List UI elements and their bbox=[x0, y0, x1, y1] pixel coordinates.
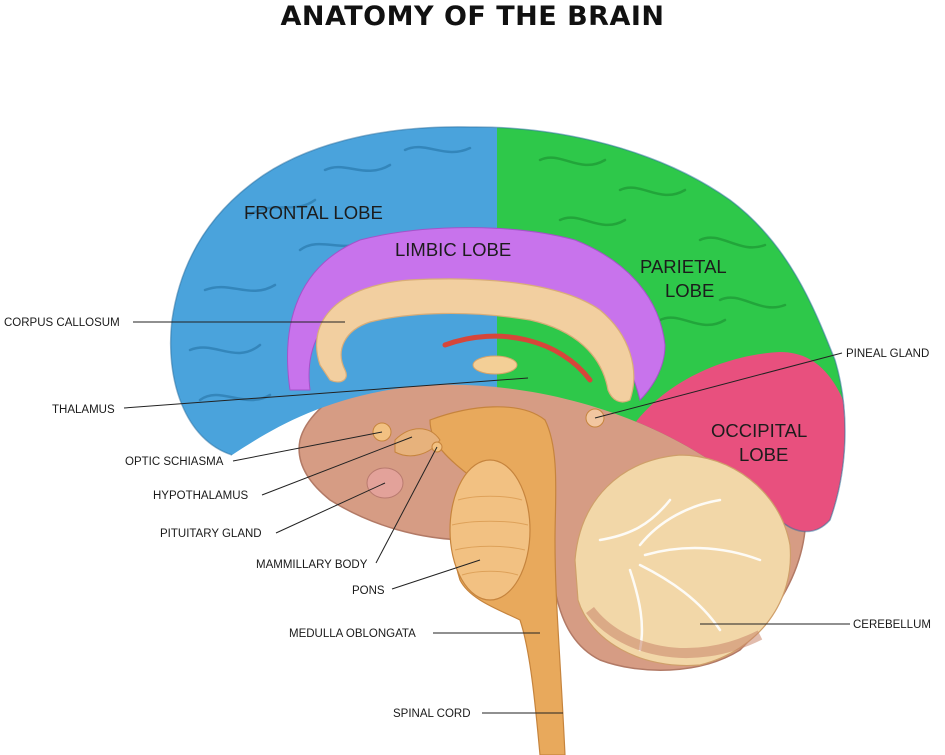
cerebellum-lower-folia bbox=[586, 606, 763, 658]
pineal-gland-label: PINEAL GLAND bbox=[846, 348, 929, 360]
pons-striations bbox=[451, 495, 529, 576]
parietal-lobe-label-line-1: PARIETAL bbox=[640, 256, 727, 277]
pons-label: PONS bbox=[352, 585, 385, 597]
leader-optic-schiasma bbox=[232, 431, 383, 462]
pituitary-gland-label: PITUITARY GLAND bbox=[160, 528, 262, 540]
leader-lines bbox=[123, 321, 850, 714]
leader-thalamus bbox=[123, 377, 529, 409]
parietal-lobe-label-line-2: LOBE bbox=[665, 280, 714, 301]
frontal-lobe-label: FRONTAL LOBE bbox=[244, 202, 383, 223]
fornix-arc bbox=[442, 333, 593, 383]
corpus-callosum-label: CORPUS CALLOSUM bbox=[4, 317, 120, 329]
hypothalamus-shape bbox=[394, 428, 441, 457]
leader-mammillary-body bbox=[375, 446, 438, 564]
medulla-oblongata-label: MEDULLA OBLONGATA bbox=[289, 628, 416, 640]
occipital-lobe-label-line-2: LOBE bbox=[739, 444, 788, 465]
page-title: ANATOMY OF THE BRAIN bbox=[280, 1, 665, 32]
corpus-callosum-shape bbox=[315, 278, 635, 403]
cerebellum-label: CEREBELLUM bbox=[853, 619, 931, 631]
leader-pineal-gland bbox=[594, 352, 843, 419]
occipital-lobe-label-line-1: OCCIPITAL bbox=[711, 420, 807, 441]
thalamus-shape bbox=[472, 355, 518, 375]
frontal-gyri bbox=[188, 145, 472, 402]
cerebellum-shape bbox=[574, 454, 792, 667]
limbic-lobe-label: LIMBIC LOBE bbox=[395, 239, 511, 260]
thalamus-label: THALAMUS bbox=[52, 404, 115, 416]
parietal-gyri bbox=[538, 156, 787, 327]
cortex-outline bbox=[169, 126, 846, 533]
leader-pituitary-gland bbox=[275, 482, 386, 534]
hypothalamus-label: HYPOTHALAMUS bbox=[153, 490, 249, 502]
leader-pons bbox=[391, 559, 481, 590]
optic-schiasma-label: OPTIC SCHIASMA bbox=[125, 456, 224, 468]
pons-shape bbox=[449, 459, 531, 601]
mammillary-body-label: MAMMILLARY BODY bbox=[256, 559, 368, 571]
spinal-cord-label: SPINAL CORD bbox=[393, 708, 471, 720]
leader-hypothalamus bbox=[261, 436, 413, 496]
